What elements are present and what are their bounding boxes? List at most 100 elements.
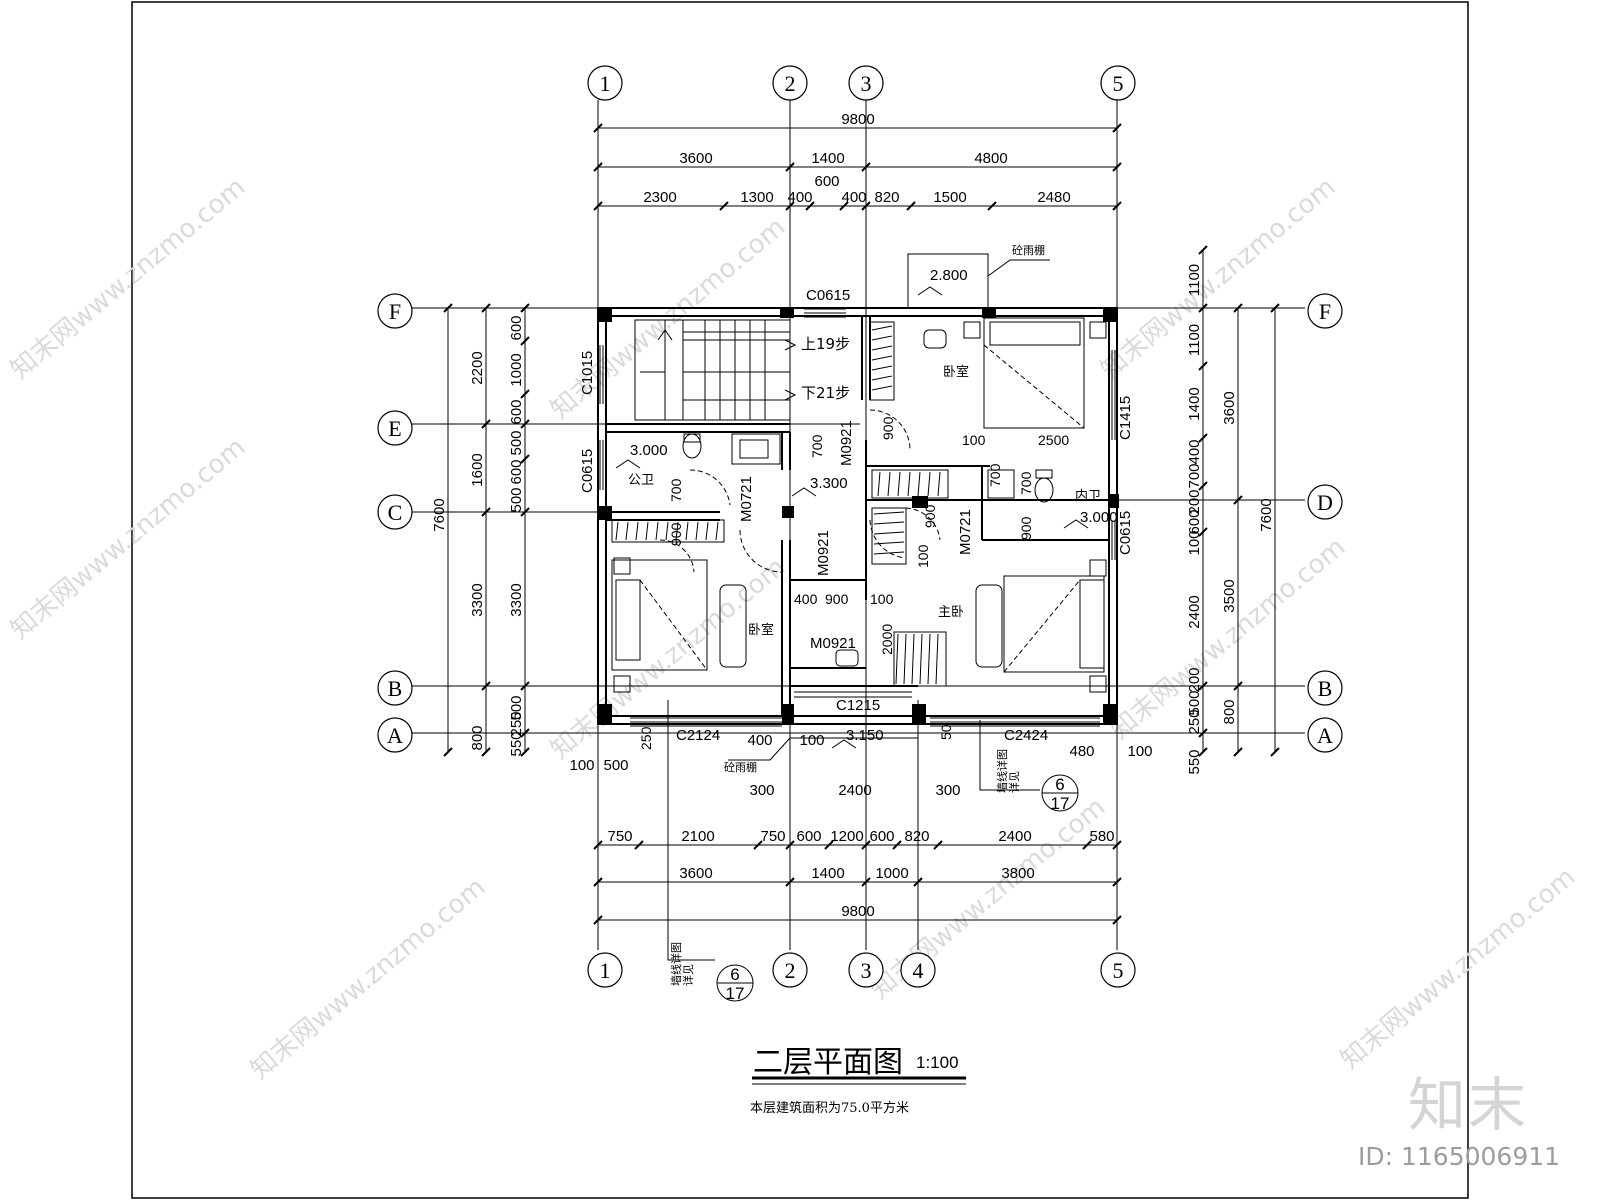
axis-col-5-bottom: 5 bbox=[1113, 958, 1124, 983]
idim-100b: 100 bbox=[915, 544, 931, 568]
stair-up: 上19步 bbox=[801, 335, 850, 353]
note-canopy-bot: 砼雨棚 bbox=[724, 760, 757, 774]
dim-left-2200: 2200 bbox=[469, 351, 486, 384]
axis-lines bbox=[398, 100, 1305, 950]
dim-top-3600: 3600 bbox=[679, 150, 712, 167]
dim-bot-100b: 100 bbox=[1127, 743, 1152, 760]
dim-bot-300b: 300 bbox=[935, 782, 960, 799]
idim-700b: 700 bbox=[668, 478, 684, 502]
idim-2500: 2500 bbox=[1038, 432, 1069, 448]
axis-col-1: 1 bbox=[600, 71, 611, 96]
axis-col-3-bottom: 3 bbox=[861, 958, 872, 983]
window-c1215: C1215 bbox=[836, 697, 880, 714]
room-labels: 卧室 卧室 主卧 公卫 内卫 上19步 下21步 bbox=[628, 335, 1101, 638]
dim-left-500b: 500 bbox=[508, 487, 525, 512]
dim-bot-2100: 2100 bbox=[681, 828, 714, 845]
detail-callout-numbers: 6 17 6 17 bbox=[726, 775, 1070, 1003]
dim-top-1300: 1300 bbox=[740, 189, 773, 206]
bench-master bbox=[975, 584, 1003, 668]
note-canopy-top: 砼雨棚 bbox=[1012, 243, 1045, 257]
watermark-text: 知末网www.znzmo.com bbox=[5, 432, 251, 645]
dim-bot-400: 400 bbox=[747, 732, 772, 749]
dimension-texts: 9800 3600 1400 4800 2300 1300 400 600 40… bbox=[569, 111, 1152, 920]
dim-bot-100a: 100 bbox=[569, 757, 594, 774]
door-m0721-wc: M0721 bbox=[738, 476, 755, 522]
dim-left-500a: 500 bbox=[508, 430, 525, 455]
dim-bot-480: 480 bbox=[1069, 743, 1094, 760]
idim-900d: 900 bbox=[1018, 516, 1034, 540]
dim-left-250: 250 bbox=[508, 711, 525, 736]
detail-b-sheet: 17 bbox=[1051, 794, 1070, 813]
drawing-title: 二层平面图 bbox=[753, 1045, 903, 1080]
dim-top-total: 9800 bbox=[841, 111, 874, 128]
sanitary-fixtures bbox=[682, 329, 1054, 667]
dim-right-1400: 1400 bbox=[1186, 387, 1203, 420]
dim-left-3300a: 3300 bbox=[469, 583, 486, 616]
door-swings bbox=[659, 409, 941, 573]
wardrobes bbox=[611, 321, 949, 687]
dim-left-500c: 500 bbox=[508, 695, 525, 720]
dim-right-550: 550 bbox=[1186, 749, 1203, 774]
dim-top-820: 820 bbox=[874, 189, 899, 206]
idim-900a: 900 bbox=[880, 416, 896, 440]
dim-bot-300a: 300 bbox=[749, 782, 774, 799]
dim-bot-820: 820 bbox=[904, 828, 929, 845]
dim-bot-2400b: 2400 bbox=[838, 782, 871, 799]
dim-left-1600: 1600 bbox=[469, 453, 486, 486]
watermark-text: 知末网www.znzmo.com bbox=[1095, 172, 1341, 385]
dim-right-1100a: 1100 bbox=[1186, 264, 1203, 296]
drawing-scale: 1:100 bbox=[916, 1053, 959, 1072]
dim-right-250: 250 bbox=[1186, 709, 1203, 734]
axis-row-b: B bbox=[388, 676, 403, 701]
dim-top-400b: 400 bbox=[841, 189, 866, 206]
axis-row-d-right: D bbox=[1317, 490, 1333, 515]
area-note: 本层建筑面积为75.0平方米 bbox=[750, 1100, 909, 1116]
dim-right-3500: 3500 bbox=[1221, 579, 1238, 612]
dim-bot-600b: 600 bbox=[869, 828, 894, 845]
idim-900e: 900 bbox=[922, 504, 938, 528]
watermark-image-id: ID: 1165006911 bbox=[1358, 1142, 1561, 1171]
axis-row-f: F bbox=[389, 299, 401, 324]
dim-right-1100b: 1100 bbox=[1186, 324, 1203, 356]
idim-250: 250 bbox=[638, 726, 654, 750]
door-m0721-ensuite: M0721 bbox=[957, 509, 974, 555]
leader-lines bbox=[615, 259, 1089, 961]
room-ensuite-wc: 内卫 bbox=[1075, 488, 1101, 504]
structural-columns bbox=[598, 308, 1119, 724]
dim-left-1000: 1000 bbox=[508, 353, 525, 386]
dim-top-400a: 400 bbox=[787, 189, 812, 206]
idim-900c: 900 bbox=[825, 591, 849, 607]
detail-a-num: 6 bbox=[730, 965, 739, 984]
stair-down: 下21步 bbox=[801, 384, 850, 402]
beds bbox=[611, 317, 1107, 693]
dim-bot-1000: 1000 bbox=[875, 865, 908, 882]
idim-2000: 2000 bbox=[879, 624, 895, 655]
idim-400: 400 bbox=[794, 591, 818, 607]
room-public-wc: 公卫 bbox=[628, 473, 654, 488]
level-public-wc: 3.000 bbox=[630, 442, 668, 459]
dim-bot-100c: 100 bbox=[799, 732, 824, 749]
axis-col-3: 3 bbox=[861, 71, 872, 96]
bed-north bbox=[983, 317, 1085, 429]
window-c2424: C2424 bbox=[1004, 727, 1048, 744]
note-detail-a-sub: 详见 bbox=[681, 964, 695, 986]
room-bedroom-southwest: 卧室 bbox=[748, 622, 774, 638]
door-m0921-hall: M0921 bbox=[838, 420, 855, 466]
dim-left-600c: 600 bbox=[508, 459, 525, 484]
dim-right-200b: 200 bbox=[1186, 667, 1203, 692]
axis-bubbles bbox=[377, 65, 1343, 988]
dim-top-1400: 1400 bbox=[811, 150, 844, 167]
dim-left-7600: 7600 bbox=[431, 498, 448, 531]
level-hall: 3.300 bbox=[810, 475, 848, 492]
dim-bot-500: 500 bbox=[603, 757, 628, 774]
dim-left-3300b: 3300 bbox=[508, 583, 525, 616]
dim-top-600: 600 bbox=[814, 173, 839, 190]
dim-left-600a: 600 bbox=[508, 315, 525, 340]
axis-row-e: E bbox=[388, 416, 401, 441]
note-labels: 砼雨棚 砼雨棚 墙线详图 详见 墙线详图 详见 bbox=[669, 243, 1045, 986]
window-c1415: C1415 bbox=[1117, 396, 1134, 440]
dim-right-2400: 2400 bbox=[1186, 595, 1203, 628]
axis-row-a: A bbox=[387, 723, 403, 748]
dim-bot-600a: 600 bbox=[796, 828, 821, 845]
dim-bot-750b: 750 bbox=[760, 828, 785, 845]
